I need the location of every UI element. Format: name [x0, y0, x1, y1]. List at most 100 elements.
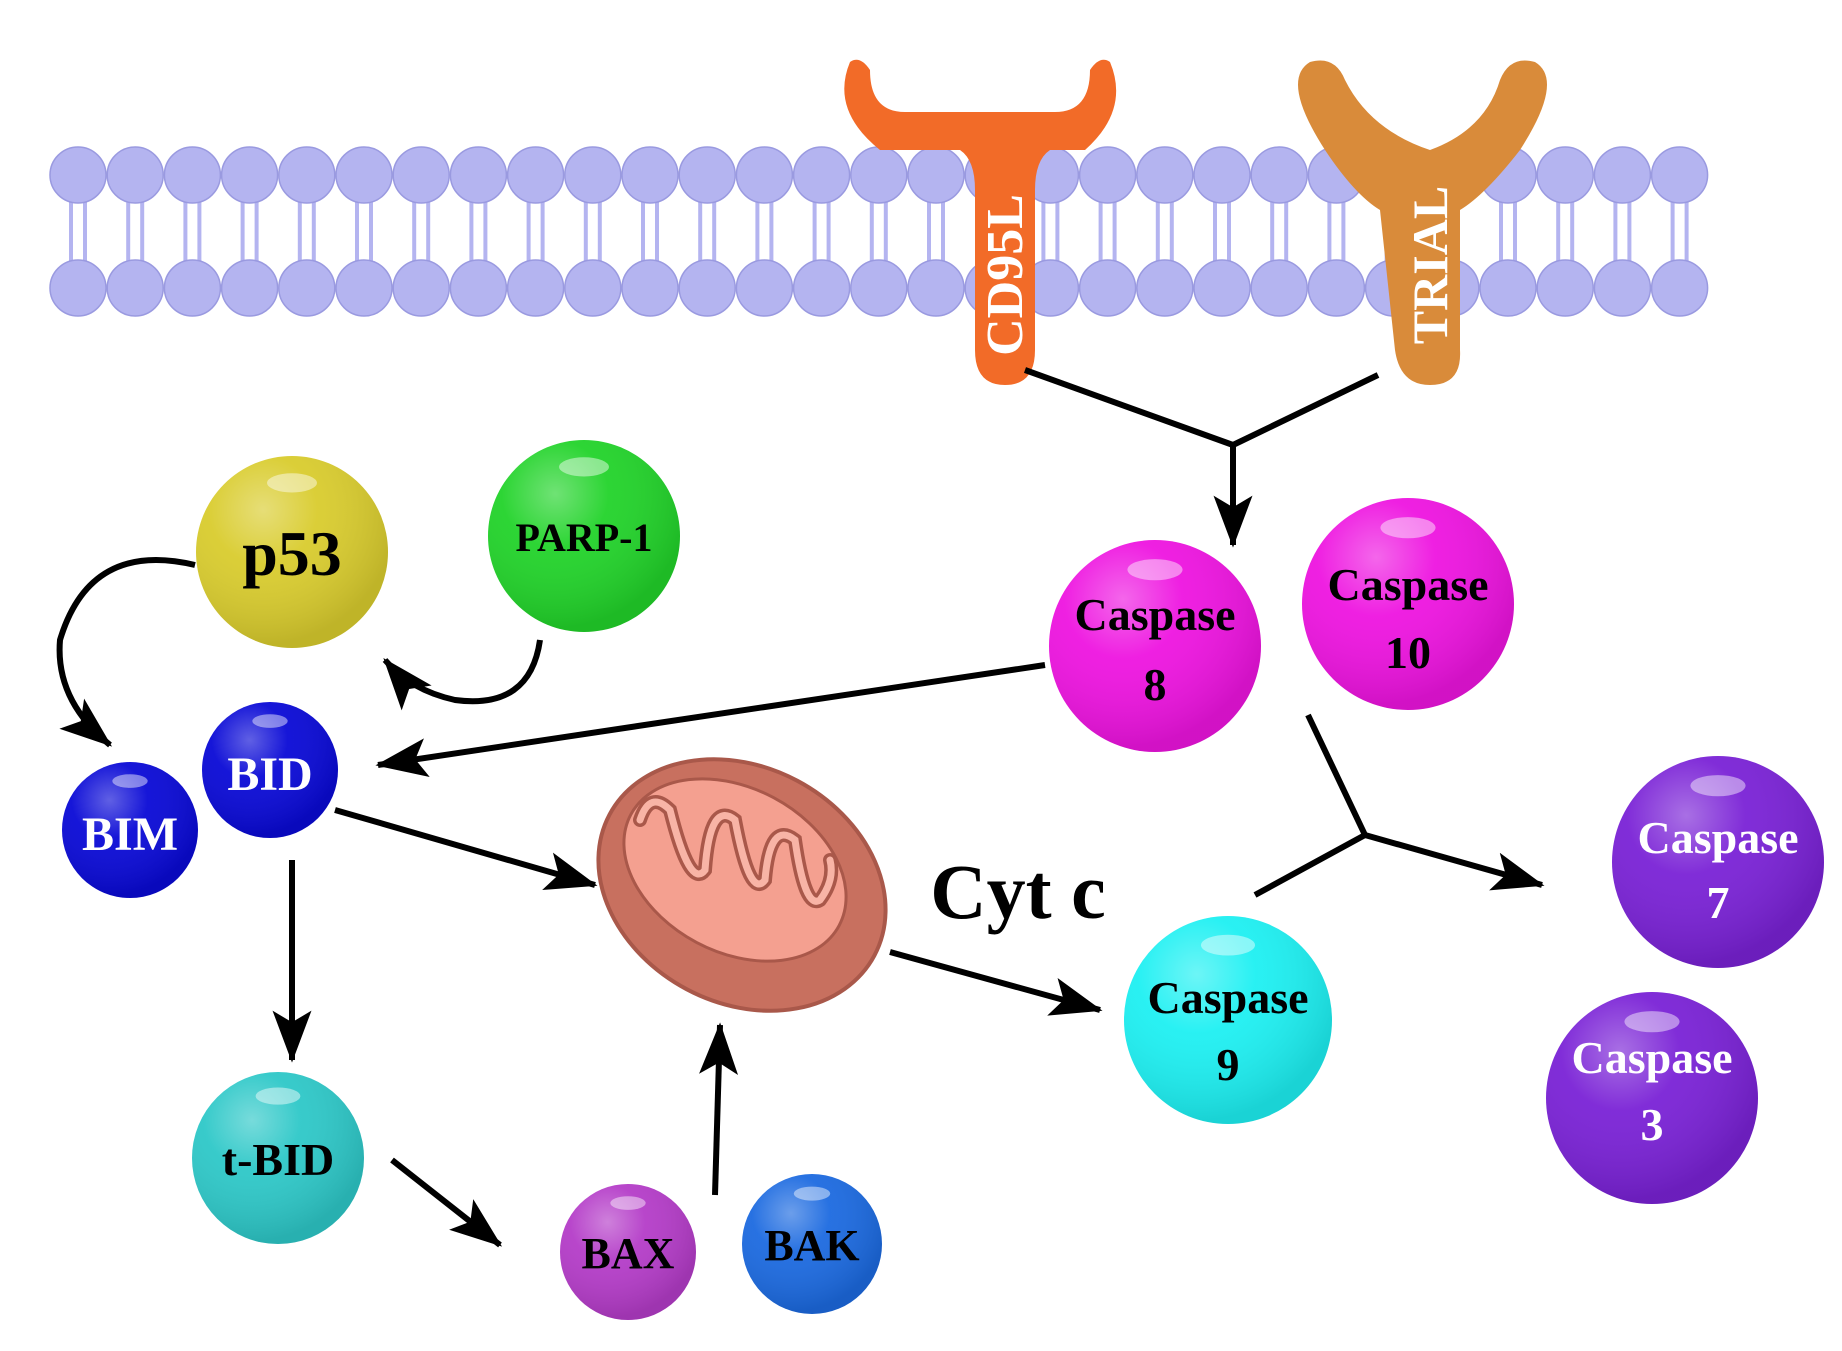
arrow-to-caspase7	[1364, 832, 1545, 891]
node-bax-label: BAX	[582, 1229, 675, 1278]
node-bid-shading	[202, 702, 338, 838]
lipid-head	[907, 146, 965, 204]
node-casp8-label: Caspase	[1074, 589, 1235, 640]
node-p53-label: p53	[242, 518, 342, 589]
node-parp1-label: PARP-1	[516, 515, 653, 560]
lipid-head	[220, 259, 279, 317]
node-casp7-highlight	[1690, 775, 1746, 797]
node-tbid-highlight	[255, 1087, 301, 1105]
lipid-head	[850, 259, 908, 317]
node-bim-label: BIM	[82, 808, 178, 861]
lipid-head	[1479, 259, 1537, 317]
node-bim-shading	[62, 762, 198, 898]
lipid-head	[163, 146, 222, 204]
lipid-head	[907, 259, 965, 317]
lipid-head	[735, 146, 794, 204]
lipid-head	[449, 259, 508, 317]
node-parp1-shading	[488, 440, 680, 632]
node-bax: BAX	[560, 1184, 696, 1320]
lipid-head	[1250, 146, 1308, 204]
node-casp9-highlight	[1200, 934, 1256, 956]
trial-receptor: TRIAL	[1298, 60, 1547, 385]
lipid-head	[1136, 259, 1194, 317]
cd95l-receptor-shape	[844, 59, 1117, 385]
node-casp7-label: Caspase	[1637, 812, 1798, 863]
node-bim-highlight	[112, 774, 148, 788]
lipid-head	[1307, 259, 1366, 317]
lipid-head	[564, 259, 622, 317]
arrow-p53-to-bim	[56, 557, 196, 748]
node-casp8: Caspase 8	[1049, 540, 1261, 752]
lipid-head	[392, 259, 450, 317]
lipid-head	[506, 259, 565, 317]
arrow-tbid-to-bax	[390, 1157, 503, 1248]
cyt-c-label: Cyt c	[930, 848, 1105, 935]
arrow-receptors-merge-left	[1023, 367, 1235, 448]
lipid-head	[1536, 146, 1594, 204]
lipid-head	[735, 259, 794, 317]
node-casp10: Caspase 10	[1302, 498, 1514, 710]
arrow-receptors-merge-right	[1231, 372, 1380, 448]
lipid-head	[792, 259, 851, 317]
lipid-head	[564, 146, 622, 204]
node-casp3-highlight	[1624, 1011, 1680, 1033]
lipid-head	[220, 146, 279, 204]
lipid-head	[1650, 146, 1709, 204]
lipid-head	[678, 146, 736, 204]
lipid-head	[106, 146, 164, 204]
cd95l-label: CD95L	[977, 194, 1034, 356]
lipid-head	[449, 146, 508, 204]
node-tbid: t-BID	[192, 1072, 364, 1244]
arrow-caspase8-to-bid	[375, 662, 1046, 777]
lipid-head	[678, 259, 736, 317]
node-bim: BIM	[62, 762, 198, 898]
node-parp1-highlight	[559, 457, 609, 477]
node-casp10-label: 10	[1385, 627, 1431, 678]
lipid-head	[850, 146, 908, 204]
node-casp10-label: Caspase	[1327, 559, 1488, 610]
lipid-head	[278, 259, 336, 317]
node-bak: BAK	[742, 1174, 882, 1314]
node-casp7-shading	[1612, 756, 1824, 968]
node-bak-label: BAK	[764, 1221, 859, 1270]
arrow-bid-to-mitochondrion	[334, 807, 598, 891]
lipid-head	[392, 146, 450, 204]
node-casp7-label: 7	[1707, 877, 1730, 928]
node-bak-shading	[742, 1174, 882, 1314]
lipid-head	[278, 146, 336, 204]
node-p53-highlight	[267, 473, 317, 493]
cd95l-receptor: CD95L	[844, 59, 1117, 385]
arrow-caspase9-merge	[1253, 832, 1367, 898]
lipid-head	[621, 259, 679, 317]
lipid-head	[506, 146, 565, 204]
node-casp3-shading	[1546, 992, 1758, 1204]
lipid-head	[1078, 259, 1137, 317]
node-bax-highlight	[610, 1196, 646, 1210]
node-bid-label: BID	[227, 748, 312, 801]
node-p53-shading	[196, 456, 388, 648]
arrow-bax-to-mitochondrion	[699, 1022, 739, 1196]
lipid-head	[163, 259, 222, 317]
lipid-head	[106, 259, 164, 317]
lipid-head	[1250, 259, 1308, 317]
node-casp9-label: Caspase	[1147, 972, 1308, 1023]
node-casp10-highlight	[1380, 517, 1436, 539]
arrow-caspase10-merge	[1305, 713, 1368, 837]
node-casp8-label: 8	[1144, 659, 1167, 710]
node-bid: BID	[202, 702, 338, 838]
lipid-head	[49, 259, 107, 317]
node-bid-highlight	[252, 714, 288, 728]
lipid-head	[792, 146, 851, 204]
lipid-head	[1593, 259, 1652, 317]
arrow-mitochondrion-to-caspase9	[889, 949, 1103, 1016]
node-casp3-label: Caspase	[1571, 1032, 1732, 1083]
node-casp8-highlight	[1127, 559, 1183, 581]
node-casp10-shading	[1302, 498, 1514, 710]
lipid-head	[1193, 259, 1251, 317]
arrow-parp1-to-p53	[382, 639, 543, 711]
node-bak-highlight	[793, 1186, 831, 1201]
lipid-head	[1536, 259, 1594, 317]
lipid-head	[1650, 259, 1709, 317]
